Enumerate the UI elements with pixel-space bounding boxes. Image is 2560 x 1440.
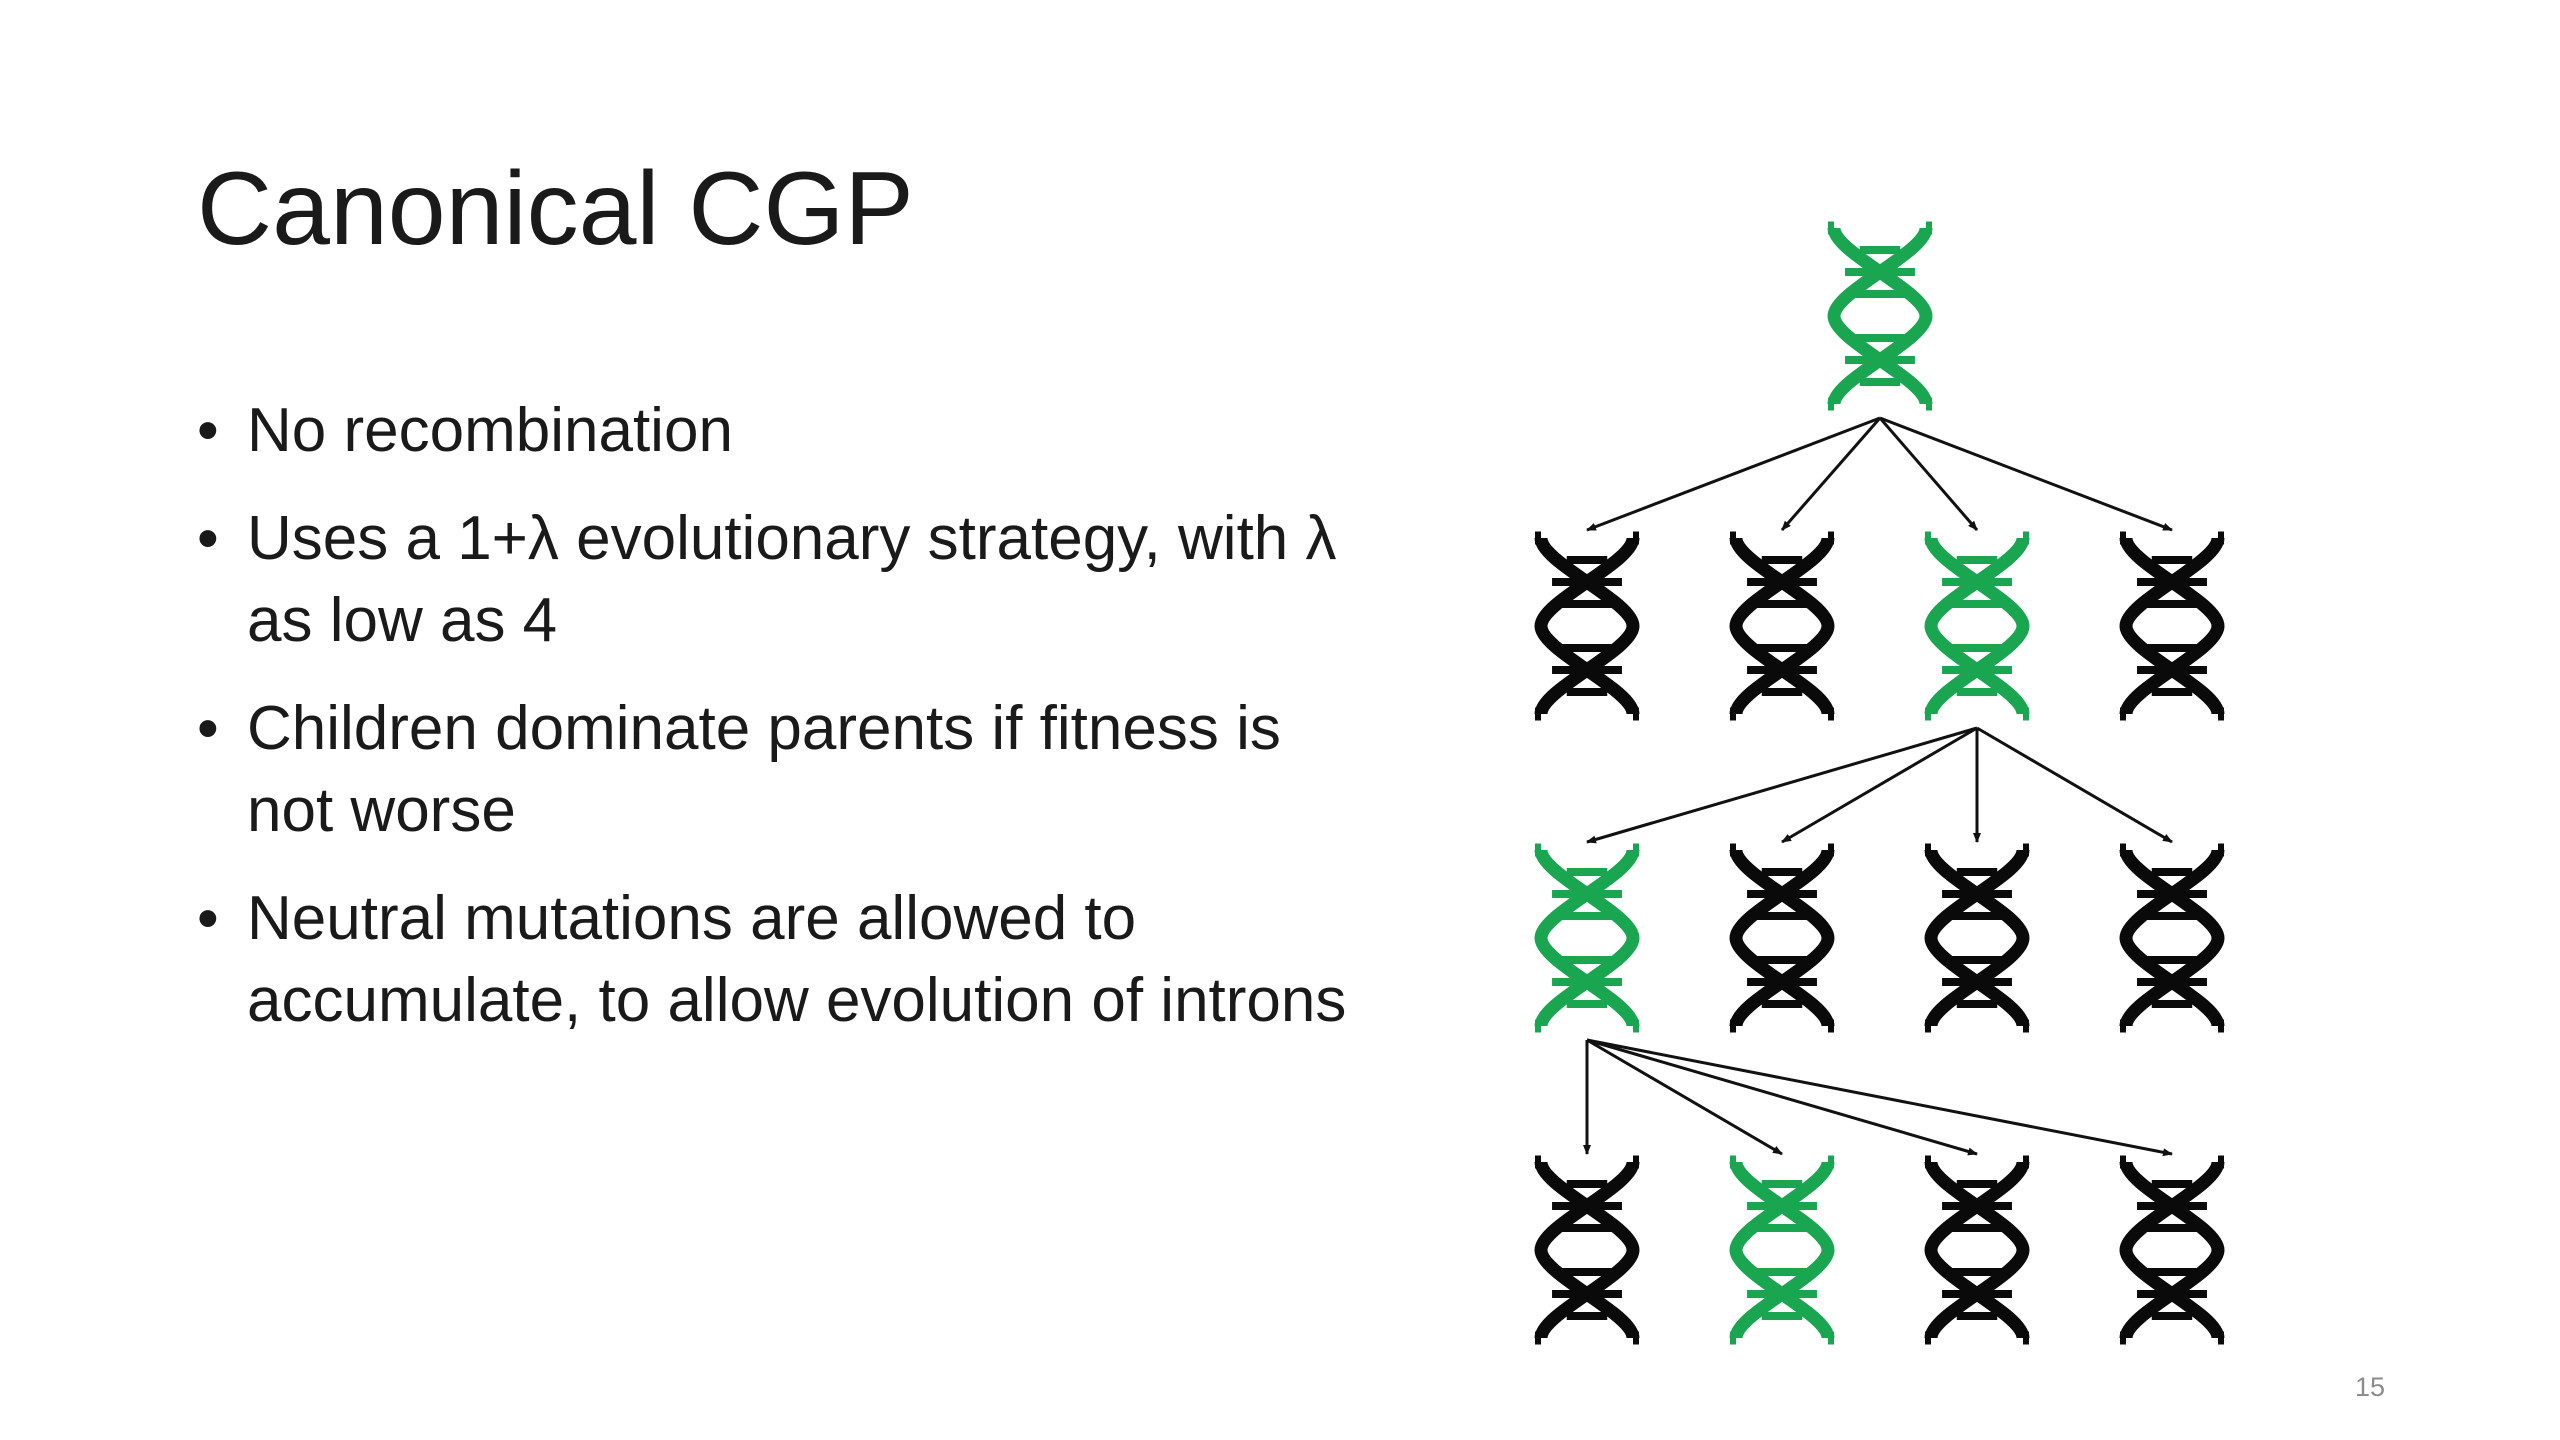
bullet-item: • Uses a 1+λ evolutionary strategy, with…	[197, 498, 1347, 662]
bullet-marker: •	[197, 884, 219, 953]
helix-strand	[2119, 1160, 2225, 1340]
dna-icon	[2119, 1155, 2225, 1345]
arrows-layer	[1583, 416, 2173, 1157]
lineage-arrow	[1586, 1038, 1783, 1156]
bullet-list: • No recombination • Uses a 1+λ evolutio…	[197, 390, 1347, 1068]
page-number: 15	[2355, 1372, 2386, 1402]
lineage-arrow	[1586, 1038, 1978, 1156]
lineage-arrow	[1780, 417, 1882, 531]
dna-icon-selected	[1827, 221, 1933, 411]
lineage-arrow	[1878, 417, 1979, 531]
bullet-marker: •	[197, 504, 219, 573]
dna-icon	[2119, 843, 2225, 1033]
bullet-marker: •	[197, 694, 219, 763]
bullet-text: Uses a 1+λ evolutionary strategy, with λ…	[247, 504, 1337, 655]
lineage-arrow	[1586, 726, 1978, 844]
bullet-item: • Children dominate parents if fitness i…	[197, 688, 1347, 852]
lineage-arrow	[1879, 416, 2173, 532]
lineage-arrow	[1976, 726, 2173, 844]
helix-strand	[1729, 848, 1835, 1028]
dna-icon-selected	[1534, 843, 1640, 1033]
dna-icon-selected	[1729, 1155, 1835, 1345]
dna-icon	[1924, 843, 2030, 1033]
dna-icon	[1534, 1155, 1640, 1345]
helix-strand	[2119, 536, 2225, 716]
dna-icon	[1729, 843, 1835, 1033]
dna-icon-selected	[1924, 531, 2030, 721]
helix-strand	[1534, 1160, 1640, 1340]
bullet-item: • Neutral mutations are allowed to accum…	[197, 878, 1347, 1042]
bullet-item: • No recombination	[197, 390, 1347, 472]
bullet-text: Children dominate parents if fitness is …	[247, 694, 1281, 845]
lineage-arrow	[1586, 1038, 2173, 1157]
helix-strand	[1924, 536, 2030, 716]
helix-strand	[1924, 1160, 2030, 1340]
dna-layer	[1534, 221, 2225, 1345]
helix-strand	[2119, 1160, 2225, 1340]
helix-strand	[1534, 536, 1640, 716]
helix-strand	[1827, 226, 1933, 406]
dna-icon	[1729, 531, 1835, 721]
lineage-arrow	[1781, 726, 1978, 844]
slide-title: Canonical CGP	[197, 151, 914, 267]
helix-strand	[1924, 848, 2030, 1028]
helix-strand	[2119, 848, 2225, 1028]
helix-strand	[2119, 848, 2225, 1028]
helix-strand	[1924, 848, 2030, 1028]
helix-strand	[1534, 848, 1640, 1028]
helix-strand	[2119, 536, 2225, 716]
lineage-arrow	[1586, 416, 1881, 532]
helix-strand	[1729, 1160, 1835, 1340]
bullet-marker: •	[197, 396, 219, 465]
helix-strand	[1827, 226, 1933, 406]
dna-icon	[1924, 1155, 2030, 1345]
bullet-text: Neutral mutations are allowed to accumul…	[247, 884, 1347, 1035]
helix-strand	[1729, 1160, 1835, 1340]
helix-strand	[1924, 536, 2030, 716]
helix-strand	[1534, 536, 1640, 716]
helix-strand	[1534, 1160, 1640, 1340]
bullet-text: No recombination	[247, 396, 733, 465]
helix-strand	[1729, 848, 1835, 1028]
dna-icon	[1534, 531, 1640, 721]
helix-strand	[1534, 848, 1640, 1028]
helix-strand	[1924, 1160, 2030, 1340]
helix-strand	[1729, 536, 1835, 716]
dna-icon	[2119, 531, 2225, 721]
helix-strand	[1729, 536, 1835, 716]
